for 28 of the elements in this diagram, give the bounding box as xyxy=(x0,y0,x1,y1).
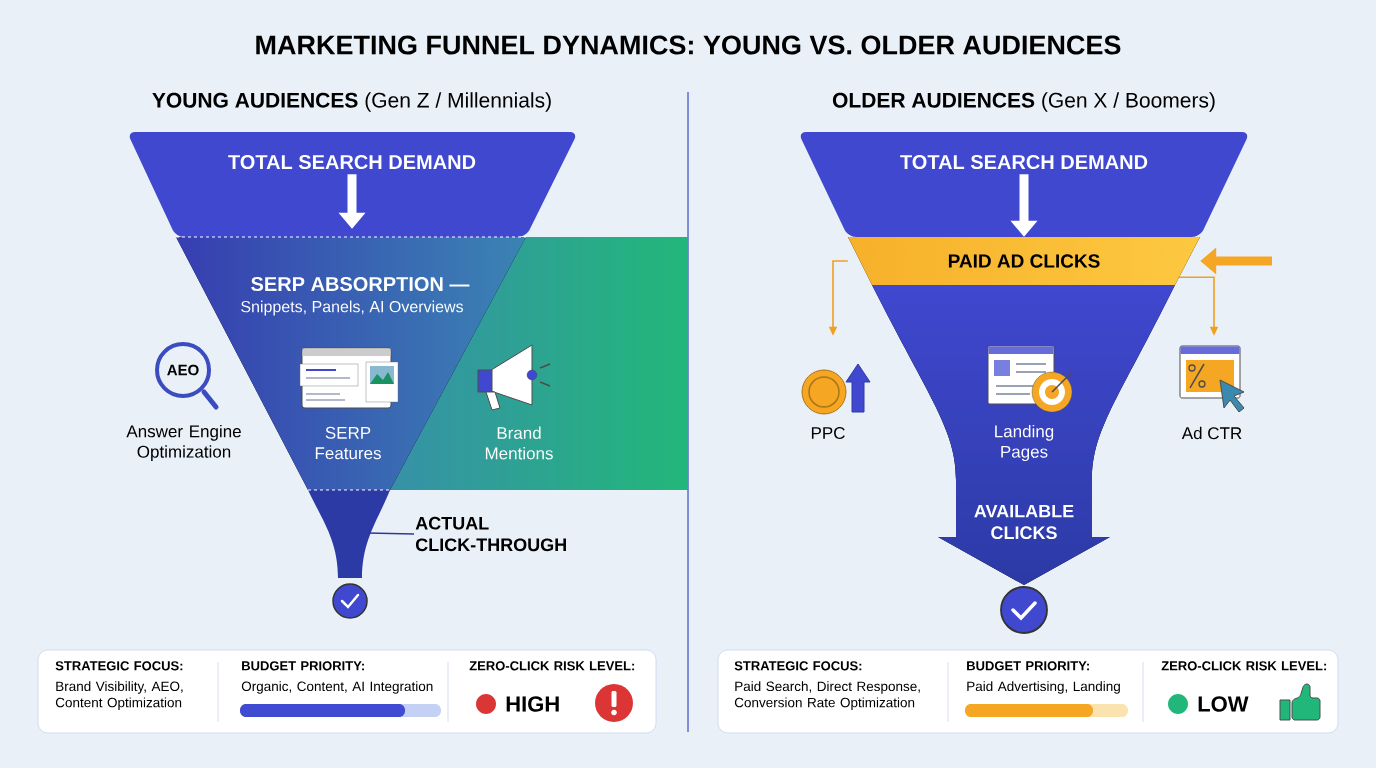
panel-heading: BUDGET PRIORITY: xyxy=(242,661,364,671)
callout-text: ACTUAL CLICK-THROUGH xyxy=(415,516,566,552)
panel-text: Brand Visibility, AEO, Content Optimization xyxy=(55,681,183,710)
panel-text: Organic, Content, AI Integration xyxy=(241,681,433,694)
panel-heading: ZERO-CLICK RISK LEVEL: xyxy=(1161,661,1327,671)
paid-clicks-band: PAID AD CLICKS xyxy=(848,237,1200,285)
title: MARKETING FUNNEL DYNAMICS: YOUNG VS. OLDER AUDIENCES xyxy=(256,35,1121,55)
node-label: PPC xyxy=(811,426,845,440)
node-label: Ad CTR xyxy=(1181,426,1242,440)
panel-text: Paid Search, Direct Response, Conversion Rate Optimization xyxy=(734,681,920,710)
risk-level: LOW xyxy=(1198,696,1249,712)
ad-ctr-item: Ad CTR xyxy=(1179,345,1245,440)
section-heading: YOUNG AUDIENCES (Gen Z / Millennials) xyxy=(152,92,551,112)
panel-heading: STRATEGIC FOCUS: xyxy=(55,661,183,671)
funnel-top: TOTAL SEARCH DEMAND xyxy=(800,132,1248,237)
icon-label: Brand Mentions xyxy=(485,426,553,460)
panel-heading: STRATEGIC FOCUS: xyxy=(734,661,862,671)
funnel-spout xyxy=(307,489,391,578)
ppc-item: PPC xyxy=(801,363,871,439)
panel-heading: BUDGET PRIORITY: xyxy=(967,661,1089,671)
funnel-top: TOTAL SEARCH DEMAND xyxy=(129,132,576,237)
arrow-label: AVAILABLE CLICKS xyxy=(974,504,1074,540)
icon-label: SERP Features xyxy=(315,426,381,460)
panel-text: Paid Advertising, Landing xyxy=(967,681,1120,694)
panel-heading: ZERO-CLICK RISK LEVEL: xyxy=(469,661,635,671)
icon-label: Landing Pages xyxy=(995,424,1054,462)
risk-level: HIGH xyxy=(506,696,559,712)
section-heading: OLDER AUDIENCES (Gen X / Boomers) xyxy=(832,92,1215,112)
